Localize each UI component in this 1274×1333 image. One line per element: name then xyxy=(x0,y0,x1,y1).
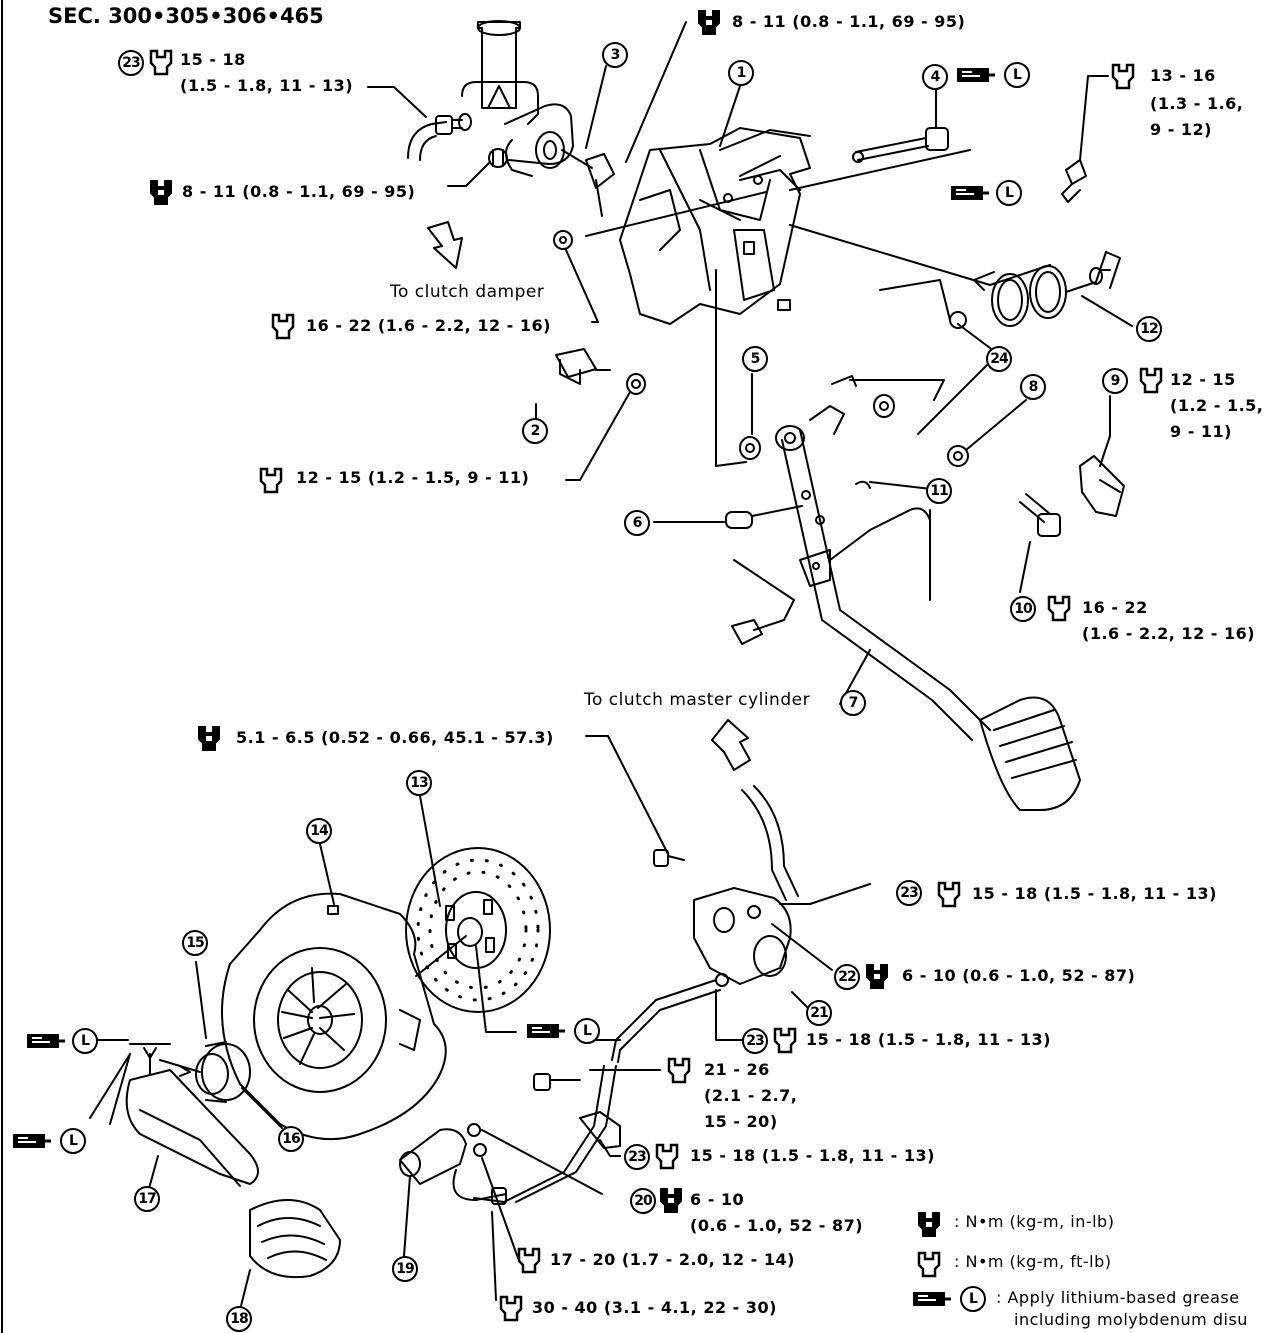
torque-label: 17 - 20 (1.7 - 2.0, 12 - 14) xyxy=(550,1250,795,1269)
torque-label: 15 - 18 (1.5 - 1.8, 11 - 13) xyxy=(972,884,1217,903)
grease-l-icon: L xyxy=(72,1028,98,1054)
callout-5: 5 xyxy=(742,346,768,372)
torque-label: 15 - 18 (1.5 - 1.8, 11 - 13) xyxy=(690,1146,935,1165)
callout-15: 15 xyxy=(182,930,208,956)
callout-6: 6 xyxy=(624,510,650,536)
callout-17: 17 xyxy=(134,1186,160,1212)
torque-label: 13 - 16 xyxy=(1150,66,1216,85)
callout-13: 13 xyxy=(406,770,432,796)
clutch-disc-13 xyxy=(405,847,551,1033)
torque-ft-lb-icon xyxy=(149,49,173,76)
grease-l-icon: L xyxy=(574,1018,600,1044)
torque-label: (2.1 - 2.7, xyxy=(704,1086,798,1105)
grease-gun-icon xyxy=(913,1292,951,1306)
torque-ft-lb-icon xyxy=(271,313,295,340)
torque-in-lb-icon xyxy=(150,180,172,205)
callout-21: 21 xyxy=(806,1000,832,1026)
callout-23-top: 23 xyxy=(118,50,144,76)
to-clutch-damper-label: To clutch damper xyxy=(390,282,545,302)
callout-23-right: 23 xyxy=(896,880,922,906)
torque-label: 15 - 20) xyxy=(704,1112,778,1131)
callout-23-mid: 23 xyxy=(742,1028,768,1054)
callout-10: 10 xyxy=(1010,596,1036,622)
torque-label: 15 - 18 (1.5 - 1.8, 11 - 13) xyxy=(806,1030,1051,1049)
torque-label: 6 - 10 xyxy=(690,1190,745,1209)
callout-9: 9 xyxy=(1102,368,1128,394)
torque-label: 16 - 22 xyxy=(1082,598,1148,617)
torque-in-lb-icon xyxy=(698,10,720,35)
callout-24: 24 xyxy=(986,346,1012,372)
torque-label: 12 - 15 xyxy=(1170,370,1236,389)
grease-gun-icon xyxy=(527,1024,565,1038)
callout-8: 8 xyxy=(1020,374,1046,400)
grease-l-icon: L xyxy=(60,1128,86,1154)
torque-ft-lb-icon xyxy=(499,1295,523,1322)
spring-12 xyxy=(973,251,1121,327)
torque-label: 12 - 15 (1.2 - 1.5, 9 - 11) xyxy=(296,468,530,487)
torque-label: 30 - 40 (3.1 - 4.1, 22 - 30) xyxy=(532,1298,777,1317)
grease-l-icon: L xyxy=(996,180,1022,206)
section-title: SEC. 300•305•306•465 xyxy=(48,4,324,28)
grease-l-icon: L xyxy=(960,1286,986,1312)
torque-in-lb-icon xyxy=(198,726,220,751)
callout-23-low: 23 xyxy=(624,1144,650,1170)
callout-20: 20 xyxy=(630,1188,656,1214)
legend-in-lb: : N•m (kg-m, in-lb) xyxy=(954,1212,1115,1231)
pedal-bracket-1 xyxy=(619,127,811,325)
torque-in-lb-icon xyxy=(866,964,888,989)
callout-22: 22 xyxy=(834,964,860,990)
torque-ft-lb-icon xyxy=(1111,63,1135,90)
torque-label: 5.1 - 6.5 (0.52 - 0.66, 45.1 - 57.3) xyxy=(236,728,554,747)
torque-ft-lb-icon xyxy=(917,1251,941,1278)
clutch-pedal-7 xyxy=(775,405,1081,811)
torque-in-lb-icon xyxy=(918,1212,940,1237)
torque-label: 9 - 11) xyxy=(1170,422,1232,441)
to-master-cylinder-label: To clutch master cylinder xyxy=(584,690,811,710)
torque-label: 15 - 18 xyxy=(180,50,246,69)
torque-label: 6 - 10 (0.6 - 1.0, 52 - 87) xyxy=(902,966,1136,985)
torque-label: (1.6 - 2.2, 12 - 16) xyxy=(1082,624,1256,643)
grease-l-icon: L xyxy=(1004,62,1030,88)
callout-12: 12 xyxy=(1136,316,1162,342)
grease-gun-icon xyxy=(957,68,995,82)
grease-gun-icon xyxy=(13,1134,51,1148)
torque-ft-lb-icon xyxy=(655,1143,679,1170)
grease-gun-icon xyxy=(951,186,989,200)
legend-ft-lb: : N•m (kg-m, ft-lb) xyxy=(954,1252,1112,1271)
callout-11: 11 xyxy=(926,478,952,504)
callout-1: 1 xyxy=(728,60,754,86)
callout-19: 19 xyxy=(392,1256,418,1282)
torque-label: (1.5 - 1.8, 11 - 13) xyxy=(180,76,354,95)
grease-gun-icon xyxy=(27,1034,65,1048)
torque-label: 8 - 11 (0.8 - 1.1, 69 - 95) xyxy=(732,12,966,31)
callout-16: 16 xyxy=(278,1126,304,1152)
torque-ft-lb-icon xyxy=(667,1057,691,1084)
callout-14: 14 xyxy=(306,818,332,844)
torque-label: 9 - 12) xyxy=(1150,120,1212,139)
torque-ft-lb-icon xyxy=(259,467,283,494)
torque-ft-lb-icon xyxy=(517,1247,541,1274)
callout-3: 3 xyxy=(602,42,628,68)
torque-label: 21 - 26 xyxy=(704,1060,770,1079)
callout-2: 2 xyxy=(522,418,548,444)
callout-18: 18 xyxy=(226,1306,252,1332)
torque-label: (1.2 - 1.5, xyxy=(1170,396,1264,415)
master-cylinder-3 xyxy=(461,20,615,217)
legend-grease-2: including molybdenum disu xyxy=(1014,1310,1248,1329)
callout-7: 7 xyxy=(840,690,866,716)
torque-label: (0.6 - 1.0, 52 - 87) xyxy=(690,1216,864,1235)
torque-ft-lb-icon xyxy=(773,1027,797,1054)
callout-4: 4 xyxy=(922,64,948,90)
torque-label: 16 - 22 (1.6 - 2.2, 12 - 16) xyxy=(306,316,551,335)
clutch-cover-14 xyxy=(221,892,447,1141)
torque-label: 8 - 11 (0.8 - 1.1, 69 - 95) xyxy=(182,182,416,201)
torque-ft-lb-icon xyxy=(937,881,961,908)
torque-label: (1.3 - 1.6, xyxy=(1150,94,1244,113)
torque-ft-lb-icon xyxy=(1139,367,1163,394)
torque-in-lb-icon xyxy=(660,1188,682,1213)
legend-grease: : Apply lithium-based grease xyxy=(996,1288,1240,1307)
torque-ft-lb-icon xyxy=(1047,595,1071,622)
